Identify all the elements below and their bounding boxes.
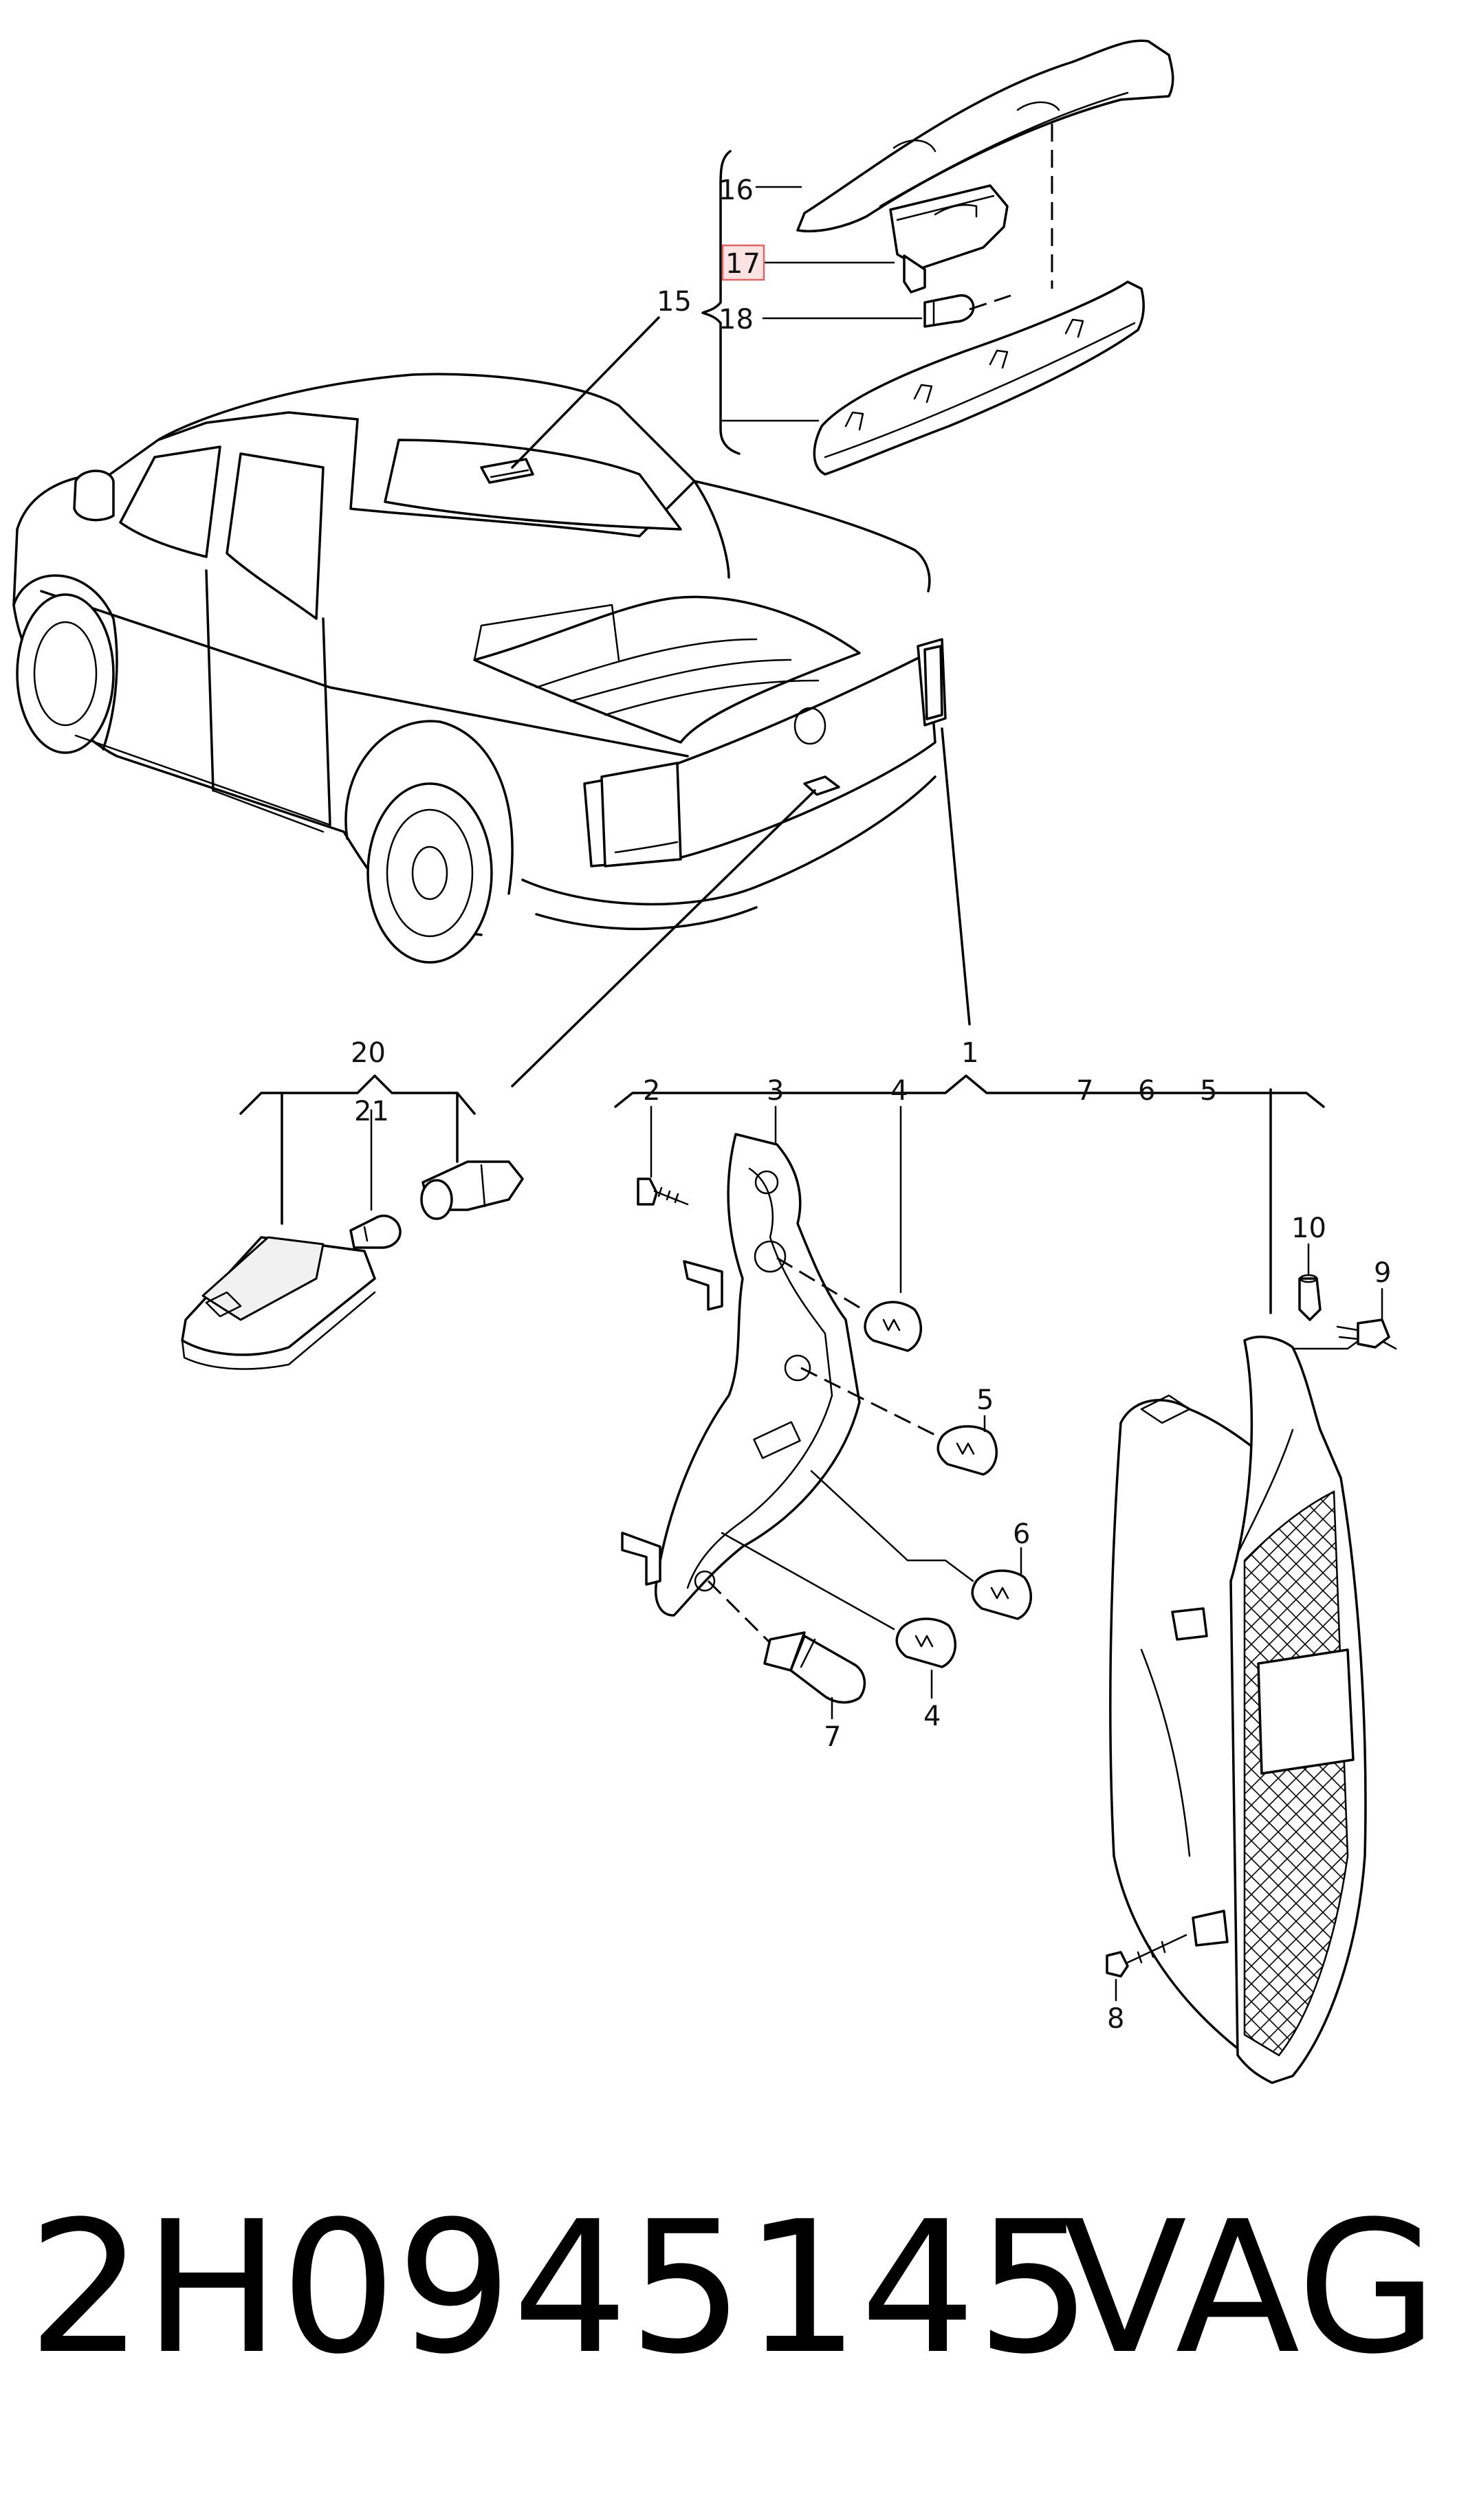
callout-7: 7 (824, 1721, 841, 1753)
callout-6: 6 (1013, 1518, 1030, 1550)
callout-7: 7 (1076, 1075, 1093, 1107)
callout-21: 21 (354, 1096, 389, 1127)
callout-16: 16 (719, 175, 754, 206)
callout-5: 5 (976, 1384, 994, 1416)
pickup-truck-illustration (12, 373, 947, 964)
callout-6: 6 (1138, 1075, 1155, 1107)
callout-17-highlight (721, 244, 765, 281)
brake-light-assembly (701, 39, 1174, 476)
leader-15-to-brake-light (511, 316, 660, 469)
callout-1: 1 (961, 1037, 978, 1069)
brand-caption: VAG (1062, 2182, 1438, 2394)
bulb-5 (800, 1367, 998, 1476)
callout-8: 8 (1107, 2003, 1124, 2035)
leader-1-to-tail-light (941, 727, 971, 1026)
bulb-6 (810, 1470, 1032, 1620)
callout-4: 4 (890, 1075, 908, 1107)
licence-plate-light-assembly (181, 1074, 524, 1370)
bulb-7 (707, 1580, 866, 1720)
callout-9: 9 (1374, 1257, 1391, 1289)
callout-17: 17 (725, 248, 760, 280)
bulb-4-top (776, 1105, 922, 1352)
callout-18: 18 (719, 304, 754, 335)
callout-15: 15 (657, 286, 692, 318)
callout-20: 20 (351, 1037, 386, 1069)
callout-4: 4 (923, 1701, 941, 1732)
callout-2: 2 (643, 1075, 660, 1107)
callout-5: 5 (1200, 1075, 1217, 1107)
callout-3: 3 (767, 1075, 784, 1107)
leader-20-to-plate-light (511, 789, 816, 1087)
tail-light-assembly (614, 1074, 1397, 2084)
callout-10: 10 (1291, 1213, 1326, 1244)
bulb-4-bottom (721, 1532, 956, 1699)
part-number-caption: 2H0945145 (28, 2182, 1092, 2394)
